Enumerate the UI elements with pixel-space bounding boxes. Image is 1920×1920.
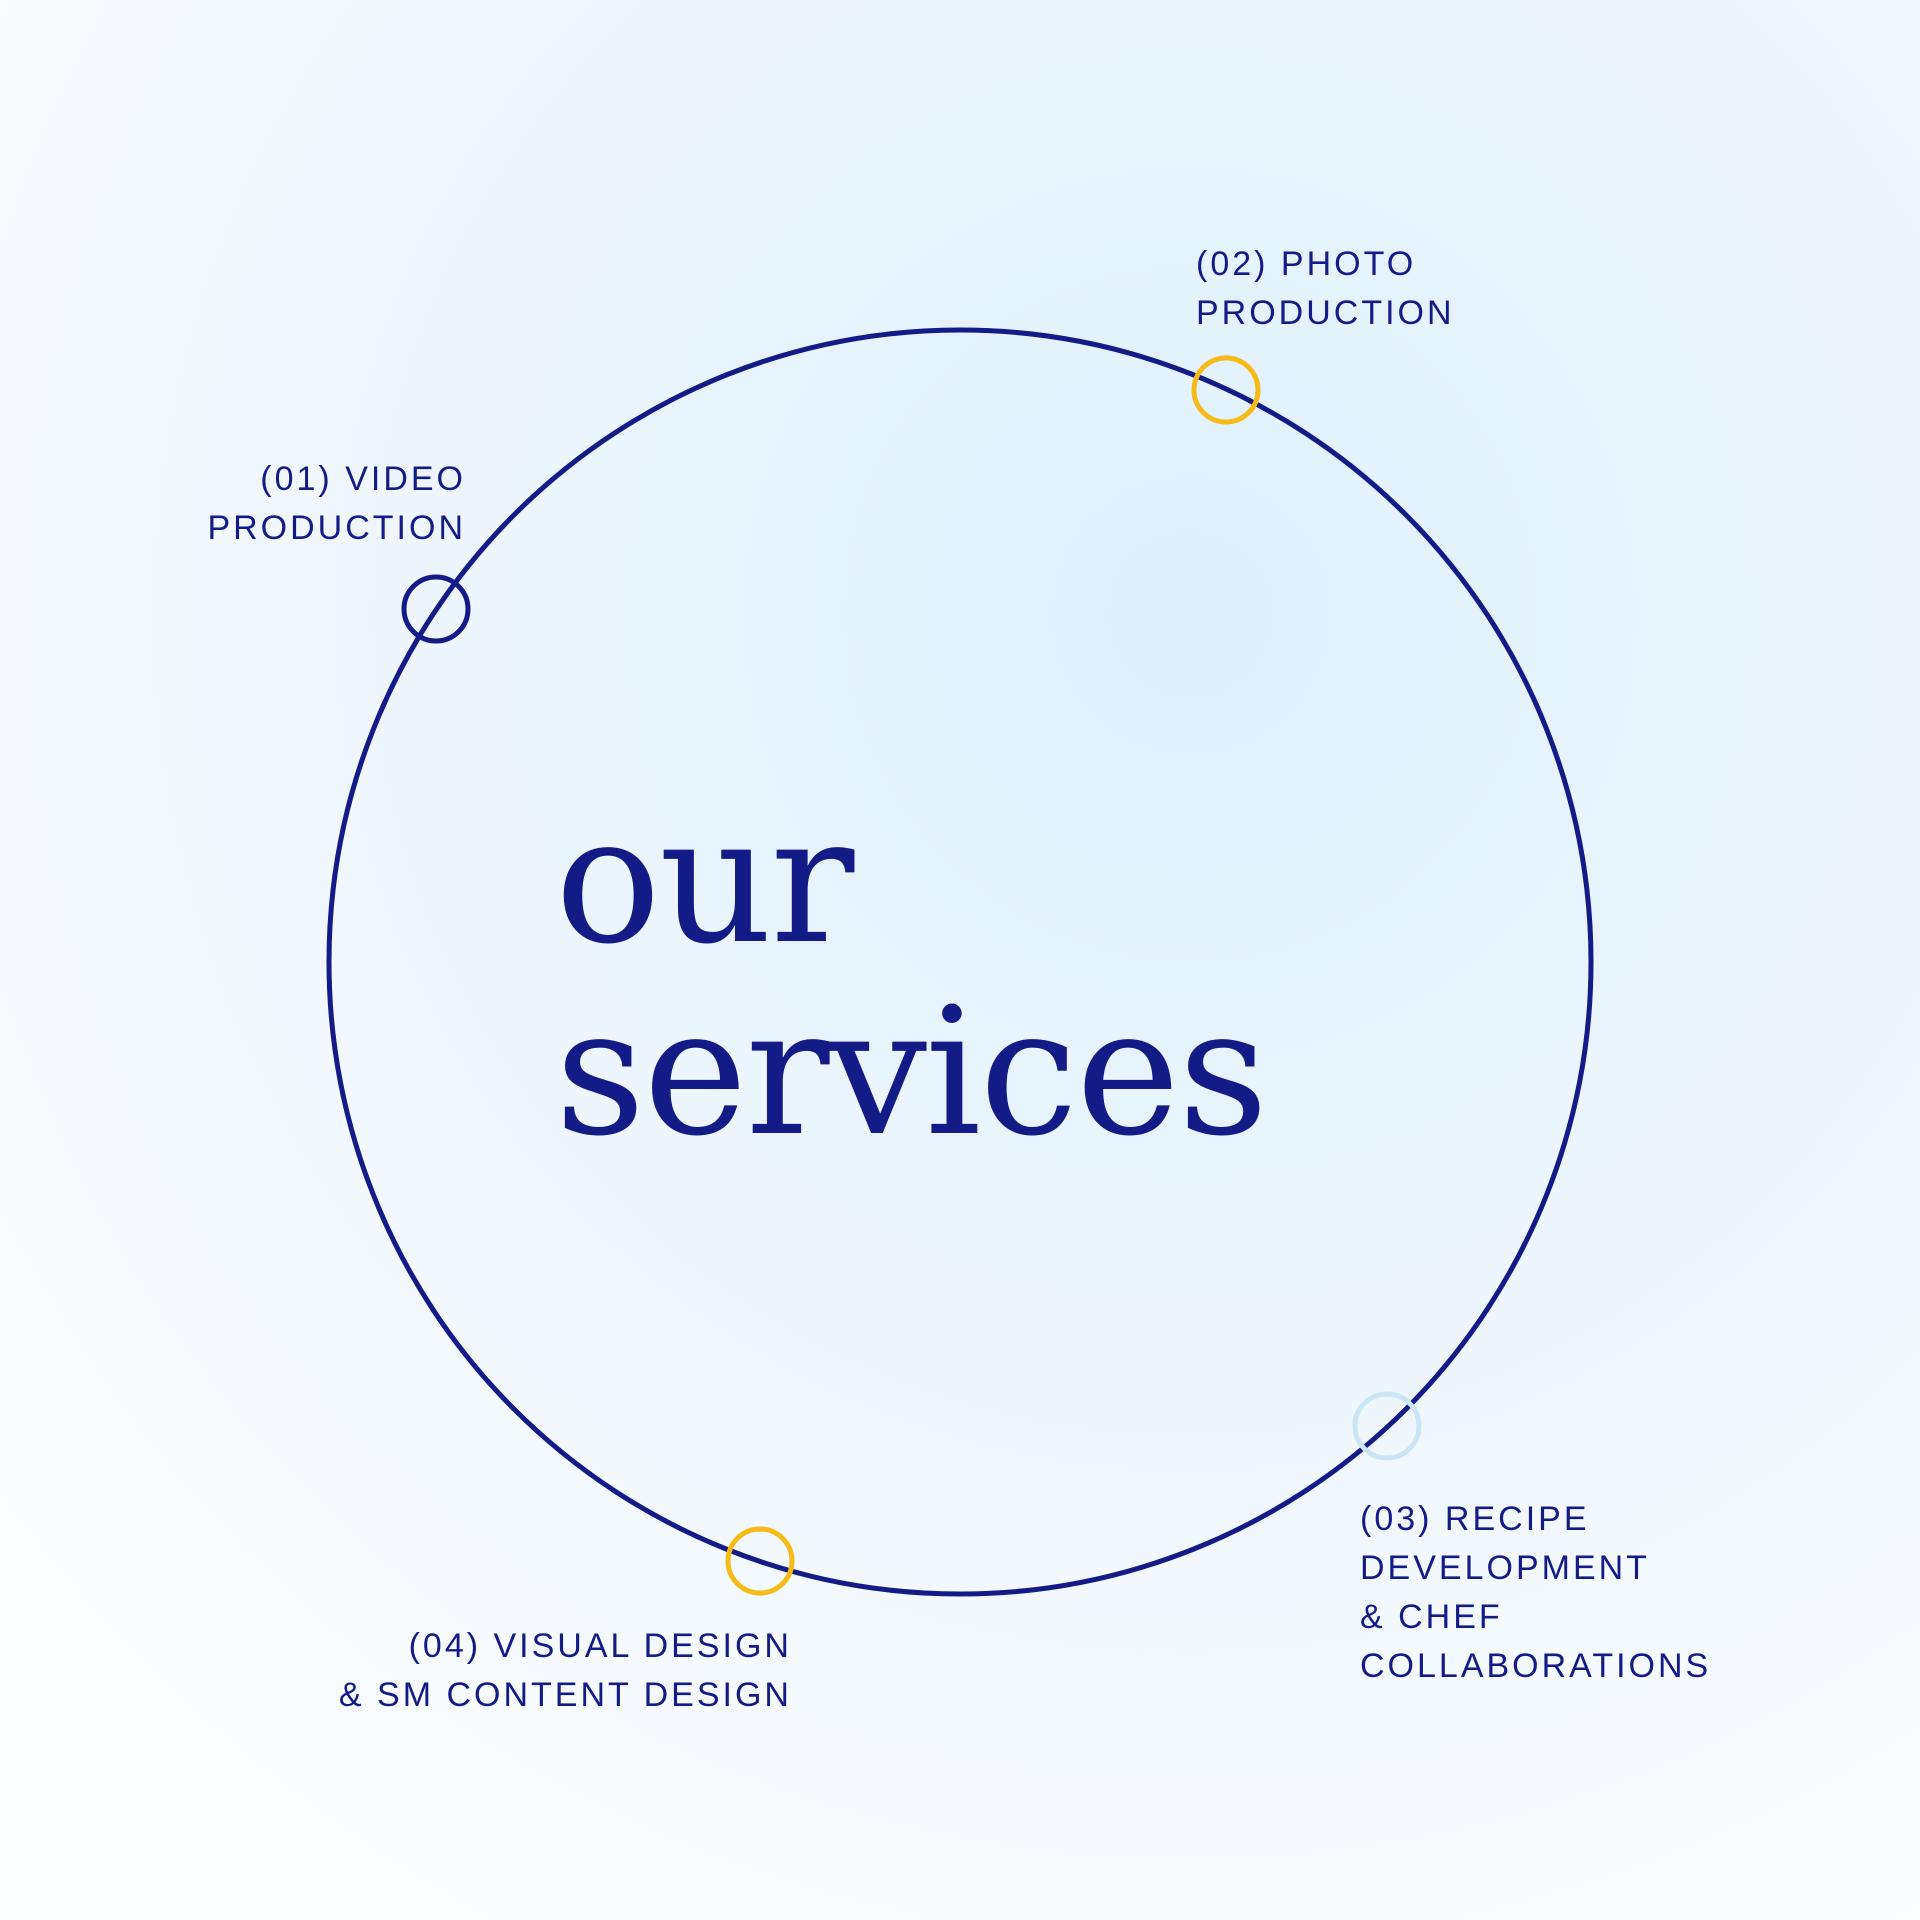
title-line-1: our	[555, 778, 854, 983]
service-label-recipe-development: (03) RECIPE DEVELOPMENT & CHEF COLLABORA…	[1360, 1495, 1711, 1691]
service-label-line: & CHEF	[1360, 1598, 1503, 1636]
service-label-line: PRODUCTION	[207, 509, 466, 547]
page-title: our services	[555, 778, 1268, 1175]
service-label-line: (04) VISUAL DESIGN	[408, 1627, 792, 1665]
service-label-line: (01) VIDEO	[260, 460, 466, 498]
title-line-2: services	[555, 970, 1268, 1175]
node-03-recipe	[1352, 1391, 1422, 1461]
service-label-line: (03) RECIPE	[1360, 1500, 1590, 1538]
service-label-line: COLLABORATIONS	[1360, 1647, 1712, 1685]
main-ring	[326, 327, 1594, 1597]
service-label-photo-production: (02) PHOTO PRODUCTION	[1196, 240, 1455, 338]
service-label-line: DEVELOPMENT	[1360, 1549, 1650, 1587]
node-04-visual	[725, 1526, 795, 1596]
service-label-video-production: (01) VIDEO PRODUCTION	[207, 455, 466, 553]
node-02-photo	[1191, 355, 1261, 425]
service-label-visual-design: (04) VISUAL DESIGN & SM CONTENT DESIGN	[339, 1622, 792, 1720]
node-01-video	[401, 574, 471, 644]
service-label-line: & SM CONTENT DESIGN	[338, 1676, 792, 1714]
service-label-line: (02) PHOTO	[1196, 245, 1417, 283]
service-label-line: PRODUCTION	[1196, 294, 1455, 332]
